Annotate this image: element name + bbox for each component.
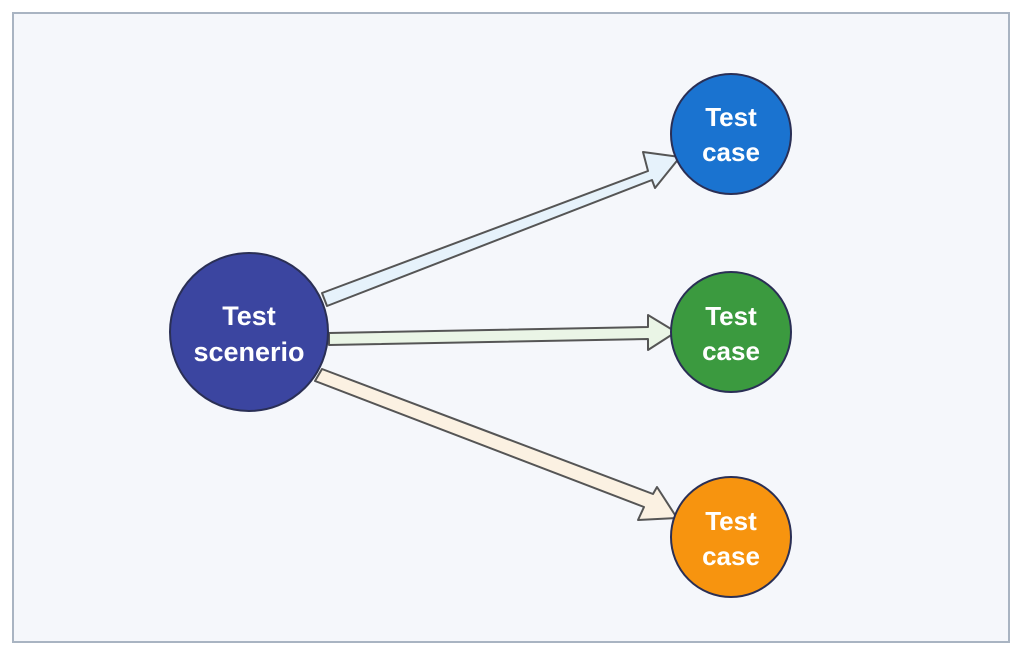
arrow-to-test-case-3 [314, 368, 678, 521]
test-case-2-label-line2: case [702, 336, 760, 366]
test-scenario-label-line1: Test [222, 301, 276, 331]
test-case-node-1: Test case [670, 73, 792, 195]
arrow-to-test-case-2 [328, 314, 677, 351]
arrow-to-test-case-1 [321, 151, 681, 307]
test-case-node-2: Test case [670, 271, 792, 393]
test-case-node-3: Test case [670, 476, 792, 598]
test-case-3-label-line1: Test [705, 506, 757, 536]
test-case-1-label-line1: Test [705, 102, 757, 132]
test-scenario-label-line2: scenerio [193, 337, 304, 367]
test-case-1-label-line2: case [702, 137, 760, 167]
test-case-3-label-line2: case [702, 541, 760, 571]
test-case-2-label-line1: Test [705, 301, 757, 331]
test-scenario-node: Test scenerio [169, 252, 329, 412]
